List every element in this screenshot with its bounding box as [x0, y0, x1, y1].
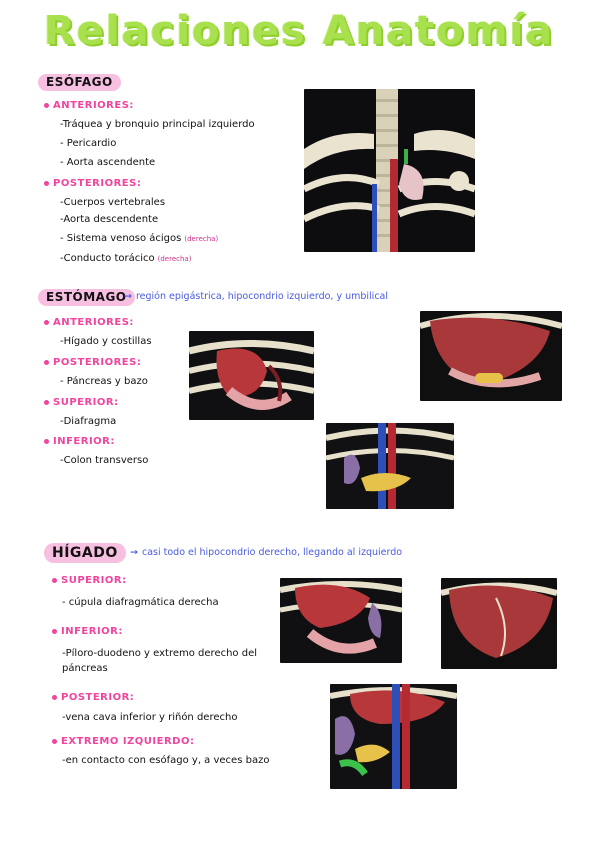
bullet-dot — [44, 180, 49, 186]
list-item: -Colon transverso — [60, 455, 149, 466]
heading-estomago-superior: SUPERIOR: — [44, 397, 119, 408]
arrow-right-icon: → — [124, 291, 132, 302]
bullet-dot — [44, 359, 49, 365]
list-item: - cúpula diafragmática derecha — [62, 597, 219, 608]
bullet-dot — [52, 694, 57, 700]
list-item: -vena cava inferior y riñón derecho — [62, 712, 238, 723]
section-label-esofago: ESÓFAGO — [38, 74, 121, 91]
list-item: -Hígado y costillas — [60, 336, 152, 347]
heading-esofago-anteriores: ANTERIORES: — [44, 100, 134, 111]
list-item: -en contacto con esófago y, a veces bazo — [62, 755, 270, 766]
higado-location-note: →casi todo el hipocondrio derecho, llega… — [130, 547, 403, 558]
heading-estomago-anteriores: ANTERIORES: — [44, 317, 134, 328]
note-derecha: (derecha) — [157, 255, 192, 263]
list-item: - Aorta ascendente — [60, 157, 156, 168]
bullet-dot — [44, 438, 49, 444]
heading-higado-superior: SUPERIOR: — [52, 575, 127, 586]
stomach-anatomy-image-3 — [326, 423, 454, 509]
arrow-right-icon: → — [130, 547, 138, 558]
list-item: -Aorta descendente — [60, 214, 159, 225]
bullet-dot — [52, 738, 57, 744]
bullet-dot — [44, 102, 49, 108]
bullet-dot — [52, 577, 57, 583]
heading-higado-inferior: INFERIOR: — [52, 626, 123, 637]
heading-estomago-posteriores: POSTERIORES: — [44, 357, 141, 368]
liver-anatomy-image-2 — [441, 578, 557, 669]
note-derecha: (derecha) — [184, 235, 219, 243]
bullet-dot — [52, 628, 57, 634]
list-item: -Píloro-duodeno y extremo derecho del pá… — [62, 648, 258, 674]
list-item: - Páncreas y bazo — [60, 376, 148, 387]
liver-anatomy-image-1 — [280, 578, 402, 663]
liver-anatomy-image-3 — [330, 684, 457, 789]
list-item: - Sistema venoso ácigos(derecha) — [60, 233, 219, 244]
list-item: -Conducto torácico(derecha) — [60, 253, 192, 264]
estomago-location-note: →región epigástrica, hipocondrio izquier… — [124, 291, 389, 302]
section-label-estomago: ESTÓMAGO — [38, 289, 135, 306]
bullet-dot — [44, 319, 49, 325]
list-item: - Pericardio — [60, 138, 117, 149]
stomach-anatomy-image-1 — [189, 331, 314, 420]
page-title: Relaciones Anatomía — [44, 8, 555, 54]
heading-esofago-posteriores: POSTERIORES: — [44, 178, 141, 189]
heading-higado-posterior: POSTERIOR: — [52, 692, 134, 703]
list-item: -Tráquea y bronquio principal izquierdo — [60, 119, 255, 130]
section-label-higado: HÍGADO — [44, 543, 126, 563]
list-item: -Cuerpos vertebrales — [60, 197, 166, 208]
heading-estomago-inferior: INFERIOR: — [44, 436, 115, 447]
list-item: -Diafragma — [60, 416, 117, 427]
stomach-anatomy-image-2 — [420, 311, 562, 401]
heading-higado-extremo: EXTREMO IZQUIERDO: — [52, 736, 194, 747]
bullet-dot — [44, 399, 49, 405]
esophagus-anatomy-image — [304, 89, 475, 252]
